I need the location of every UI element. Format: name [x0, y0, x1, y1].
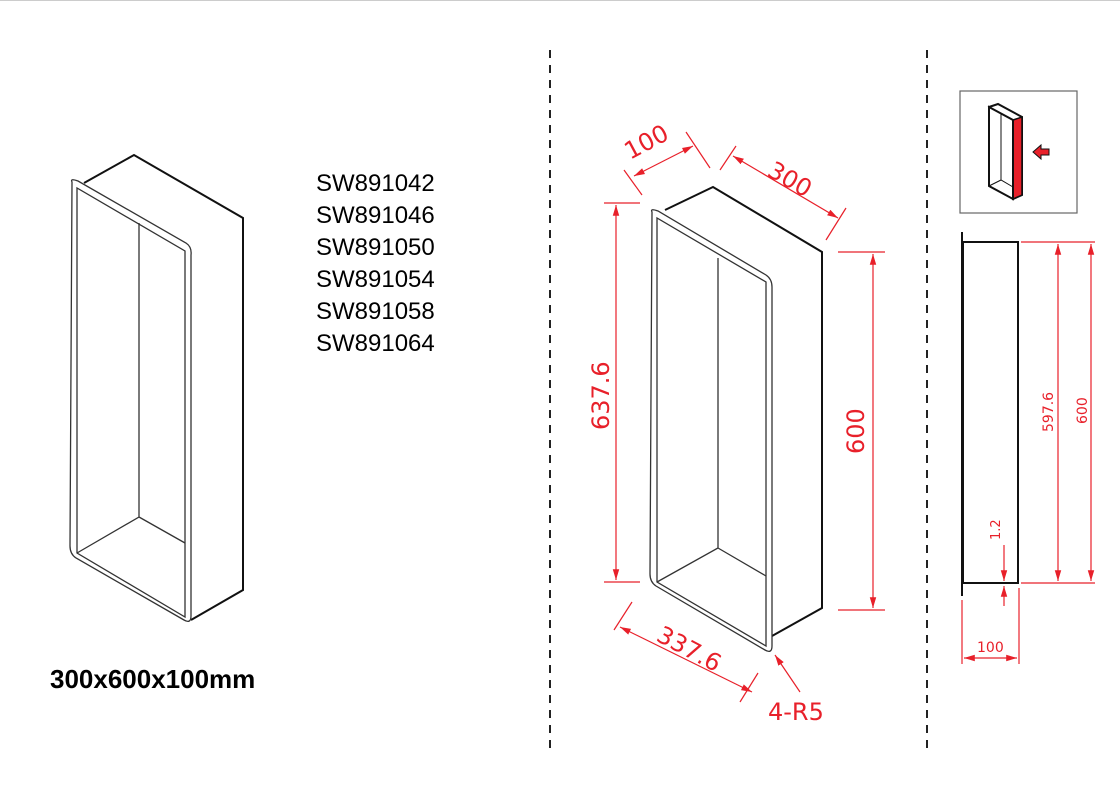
dim-side-height: 600	[1075, 397, 1091, 424]
model-number: SW891064	[316, 330, 435, 357]
dim-thickness: 1.2	[989, 519, 1004, 540]
niche-isometric-left	[69, 153, 244, 622]
dim-side-depth: 100	[977, 640, 1004, 656]
view-direction-icon	[959, 90, 1078, 214]
size-label: 300x600x100mm	[50, 664, 256, 694]
dim-height: 600	[842, 408, 870, 454]
model-number: SW891046	[316, 202, 435, 229]
niche-side-view: 597.6 600 1.2 100	[961, 232, 1095, 664]
dim-radius: 4-R5	[768, 698, 824, 726]
dim-side-inner-height: 597.6	[1041, 392, 1057, 432]
dim-depth: 100	[620, 119, 674, 165]
model-number: SW891058	[316, 298, 435, 325]
dim-frame-height: 637.6	[587, 361, 615, 430]
model-number: SW891050	[316, 234, 435, 261]
dim-width: 300	[763, 156, 817, 203]
model-number-list: SW891042 SW891046 SW891050 SW891054 SW89…	[316, 168, 435, 360]
model-number: SW891042	[316, 170, 435, 197]
dim-frame-width: 337.6	[652, 621, 726, 678]
model-number: SW891054	[316, 266, 435, 293]
niche-isometric-dimensioned: 100 300 637.6 600 337.6 4-R5	[587, 119, 885, 726]
